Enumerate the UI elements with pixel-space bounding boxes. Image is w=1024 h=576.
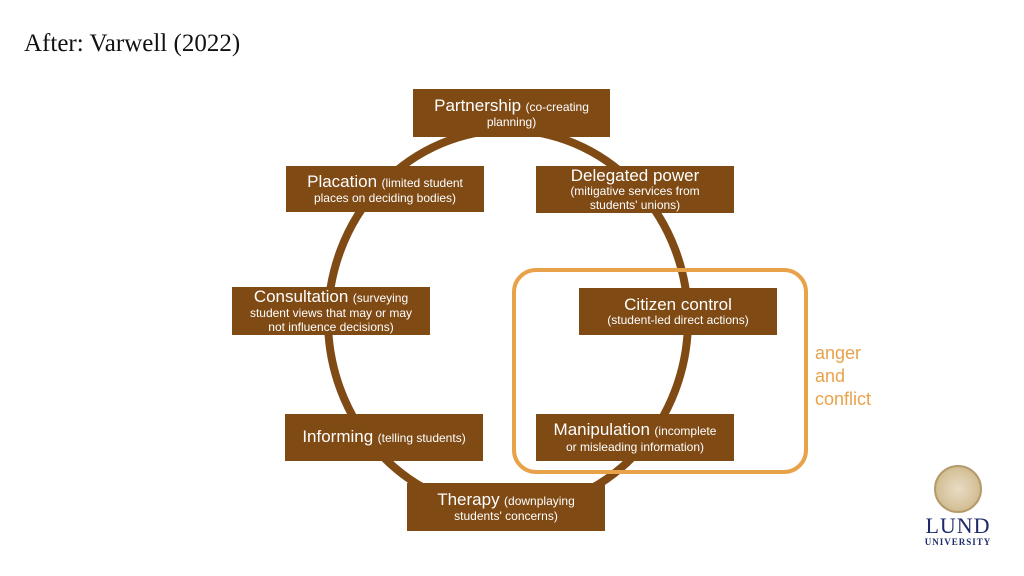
label-line: conflict <box>815 389 872 409</box>
rung-partnership: Partnership (co-creating planning) <box>413 89 610 137</box>
rung-title: Citizen control <box>624 294 732 314</box>
rung-desc: (telling students) <box>377 431 466 446</box>
label-line: and <box>815 366 846 386</box>
rung-delegated-power: Delegated power (mitigative services fro… <box>536 166 734 213</box>
rung-title: Consultation <box>253 287 349 306</box>
rung-desc: (limited student <box>381 175 463 190</box>
rung-title: Placation <box>307 171 378 191</box>
rung-informing: Informing (telling students) <box>285 414 483 461</box>
slide-title: After: Varwell (2022) <box>24 30 241 57</box>
rung-therapy: Therapy (downplaying students' concerns) <box>407 483 605 531</box>
rung-title: Manipulation <box>553 420 650 440</box>
rung-consultation: Consultation (surveying student views th… <box>232 287 430 335</box>
logo-sub: University <box>924 537 992 547</box>
rung-manipulation: Manipulation (incomplete or misleading i… <box>536 414 734 461</box>
rung-desc: (incomplete <box>654 424 717 439</box>
label-line: anger <box>815 343 862 363</box>
rung-desc: (downplaying <box>504 493 575 508</box>
rung-desc: or misleading information) <box>565 439 705 454</box>
rung-desc: student views that may or may <box>249 306 413 321</box>
rung-title: Delegated power <box>570 165 700 185</box>
rung-desc: planning) <box>486 115 537 130</box>
rung-title: Therapy <box>437 489 500 509</box>
lund-university-logo: Lund University <box>920 465 996 547</box>
rung-title: Informing <box>302 427 374 447</box>
rung-desc: students' concerns) <box>454 509 558 524</box>
rung-desc: (mitigative services from <box>570 184 700 199</box>
rung-desc: (co-creating <box>525 99 589 114</box>
rung-desc: places on deciding bodies) <box>313 191 457 206</box>
rung-desc: (surveying <box>352 291 409 305</box>
rung-desc: (student-led direct actions) <box>607 313 749 328</box>
rung-desc: not influence decisions) <box>268 320 394 335</box>
anger-conflict-label: anger and conflict <box>815 342 871 411</box>
rung-title: Partnership <box>434 95 522 115</box>
rung-citizen-control: Citizen control (student-led direct acti… <box>579 288 777 335</box>
anger-conflict-region <box>512 268 808 474</box>
rung-desc: students' unions) <box>589 198 681 213</box>
logo-name: Lund <box>925 513 991 538</box>
rung-placation: Placation (limited student places on dec… <box>286 166 484 212</box>
university-seal-icon <box>934 465 982 513</box>
